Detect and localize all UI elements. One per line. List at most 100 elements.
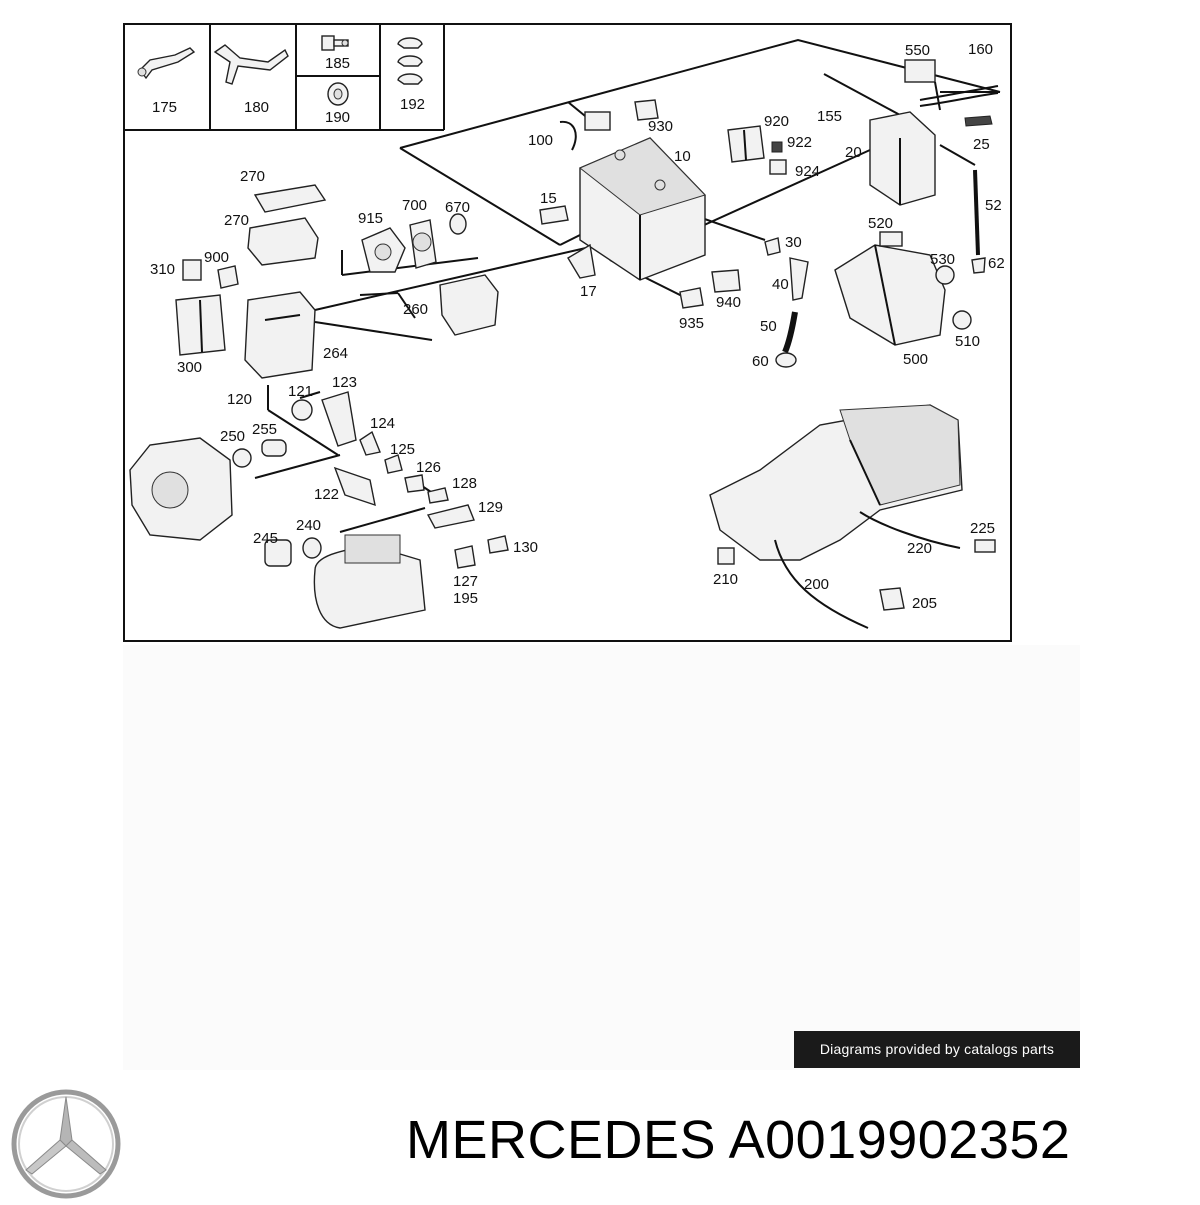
parts-diagram: 175 180 185 190 192 550 160 155 100 930 … bbox=[123, 23, 1012, 642]
callout-210: 210 bbox=[713, 571, 738, 588]
part-310-sleeve-icon bbox=[182, 259, 202, 281]
starter-motor-icon bbox=[313, 534, 426, 629]
callout-940: 940 bbox=[716, 294, 741, 311]
callout-700: 700 bbox=[402, 197, 427, 214]
callout-121: 121 bbox=[288, 383, 313, 400]
callout-930: 930 bbox=[648, 118, 673, 135]
part-270-fuse-carrier-icon bbox=[247, 217, 319, 266]
callout-127: 127 bbox=[453, 573, 478, 590]
callout-130: 130 bbox=[513, 539, 538, 556]
part-250-nut-icon bbox=[232, 448, 252, 468]
part-520-block-icon bbox=[879, 231, 903, 247]
callout-192: 192 bbox=[400, 96, 425, 113]
part-200-ground-cable-icon bbox=[774, 539, 869, 629]
callout-270-top: 270 bbox=[240, 168, 265, 185]
callout-25: 25 bbox=[973, 136, 990, 153]
callout-10: 10 bbox=[674, 148, 691, 165]
callout-250: 250 bbox=[220, 428, 245, 445]
callout-155: 155 bbox=[817, 108, 842, 125]
part-530-nut-icon bbox=[935, 265, 955, 285]
callout-123: 123 bbox=[332, 374, 357, 391]
brand-part-title: MERCEDES A0019902352 bbox=[406, 1104, 1070, 1176]
part-52-rod-icon bbox=[973, 169, 980, 256]
part-935-tag-icon bbox=[679, 287, 704, 309]
callout-129: 129 bbox=[478, 499, 503, 516]
part-60-grommet-icon bbox=[775, 352, 797, 368]
part-192-clips-icon bbox=[397, 37, 423, 85]
part-50-tube-icon bbox=[782, 311, 798, 354]
part-225-bolt-icon bbox=[974, 539, 996, 553]
callout-310: 310 bbox=[150, 261, 175, 278]
part-40-elbow-icon bbox=[789, 257, 809, 301]
part-550-relay-icon bbox=[904, 59, 941, 111]
callout-200: 200 bbox=[804, 576, 829, 593]
callout-920: 920 bbox=[764, 113, 789, 130]
callout-62: 62 bbox=[988, 255, 1005, 272]
part-62-screw-icon bbox=[971, 257, 986, 274]
callout-50: 50 bbox=[760, 318, 777, 335]
part-930-tag-icon bbox=[634, 99, 659, 121]
callout-15: 15 bbox=[540, 190, 557, 207]
callout-30: 30 bbox=[785, 234, 802, 251]
callout-60: 60 bbox=[752, 353, 769, 370]
part-190-grommet-icon bbox=[327, 82, 349, 106]
callout-520: 520 bbox=[868, 215, 893, 232]
part-124-clamp-icon bbox=[359, 430, 381, 456]
callout-300: 300 bbox=[177, 359, 202, 376]
part-220-ground-strap-icon bbox=[859, 511, 961, 549]
callout-120: 120 bbox=[227, 391, 252, 408]
callout-924: 924 bbox=[795, 163, 820, 180]
part-15-label-icon bbox=[539, 205, 569, 225]
callout-900: 900 bbox=[204, 249, 229, 266]
callout-260: 260 bbox=[403, 301, 428, 318]
part-264-fuse-box-icon bbox=[244, 291, 316, 379]
part-670-nut-icon bbox=[449, 213, 467, 235]
part-125-clamp-icon bbox=[384, 454, 403, 474]
callout-190: 190 bbox=[325, 109, 350, 126]
transmission-icon bbox=[709, 404, 963, 561]
callout-270: 270 bbox=[224, 212, 249, 229]
callout-922: 922 bbox=[787, 134, 812, 151]
callout-220: 220 bbox=[907, 540, 932, 557]
callout-125: 125 bbox=[390, 441, 415, 458]
callout-510: 510 bbox=[955, 333, 980, 350]
part-270-fuse-carrier-top-icon bbox=[253, 184, 327, 213]
callout-550: 550 bbox=[905, 42, 930, 59]
part-940-clip-icon bbox=[711, 269, 741, 293]
callout-20: 20 bbox=[845, 144, 862, 161]
part-126-bracket-icon bbox=[404, 474, 425, 493]
part-128-clip-icon bbox=[427, 487, 449, 504]
part-510-nut-icon bbox=[952, 310, 972, 330]
part-30-cap-icon bbox=[764, 237, 781, 256]
callout-240: 240 bbox=[296, 517, 321, 534]
callout-264: 264 bbox=[323, 345, 348, 362]
credit-badge: Diagrams provided by catalogs parts bbox=[794, 1031, 1080, 1068]
part-180-cable-icon bbox=[213, 44, 289, 85]
part-922-clip-icon bbox=[771, 141, 783, 153]
part-number: A0019902352 bbox=[728, 1110, 1071, 1170]
part-129-cable-lug-icon bbox=[426, 504, 475, 529]
brand-name: MERCEDES bbox=[406, 1110, 717, 1170]
part-205-clip-icon bbox=[879, 587, 905, 611]
callout-180: 180 bbox=[244, 99, 269, 116]
part-185-bolt-icon bbox=[321, 35, 349, 51]
part-130-clip-icon bbox=[487, 535, 509, 554]
part-100-sensor-icon bbox=[559, 111, 611, 151]
callout-100: 100 bbox=[528, 132, 553, 149]
callout-225: 225 bbox=[970, 520, 995, 537]
part-924-connector-icon bbox=[769, 159, 787, 175]
part-25-terminal-icon bbox=[964, 115, 993, 127]
image-background-area bbox=[123, 645, 1080, 1070]
part-260-box-icon bbox=[439, 274, 499, 336]
callout-195: 195 bbox=[453, 590, 478, 607]
callout-122: 122 bbox=[314, 486, 339, 503]
part-210-bolt-icon bbox=[717, 547, 735, 565]
part-920-cover-icon bbox=[727, 125, 765, 163]
part-700-ring-icon bbox=[409, 219, 437, 269]
callout-185: 185 bbox=[325, 55, 350, 72]
callout-40: 40 bbox=[772, 276, 789, 293]
callout-500: 500 bbox=[903, 351, 928, 368]
part-915-actuator-icon bbox=[361, 227, 406, 273]
callout-935: 935 bbox=[679, 315, 704, 332]
part-245-sleeve-icon bbox=[264, 539, 292, 567]
